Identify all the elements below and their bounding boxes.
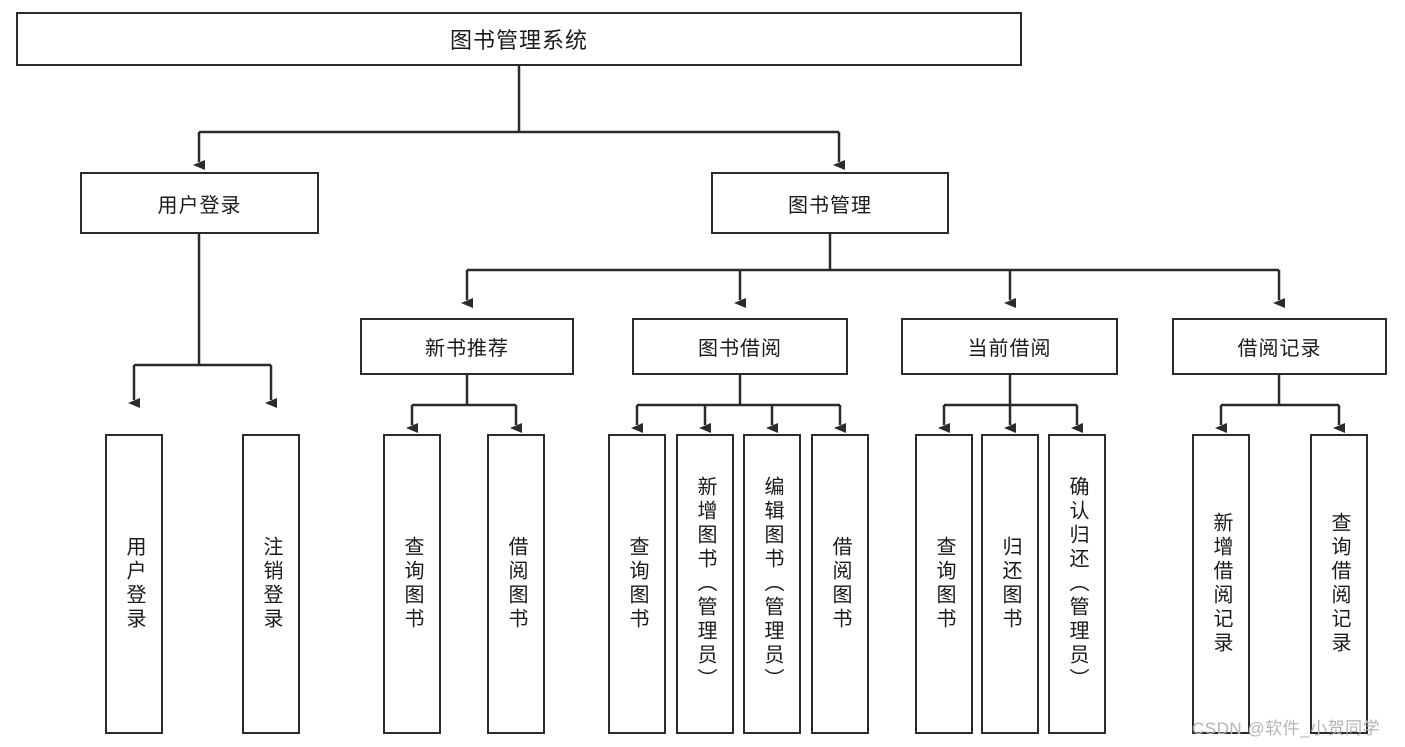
- node-label: 查询图书: [626, 536, 648, 632]
- leaf-query-book-current[interactable]: 查询图书: [915, 434, 973, 734]
- node-root-system[interactable]: 图书管理系统: [16, 12, 1022, 66]
- leaf-query-borrow-record[interactable]: 查询借阅记录: [1310, 434, 1368, 734]
- node-label: 查询图书: [401, 536, 423, 632]
- node-label: 新书推荐: [425, 338, 509, 360]
- node-book-borrow[interactable]: 图书借阅: [632, 318, 848, 375]
- node-label: 查询图书: [933, 536, 955, 632]
- node-label: 用户登录: [123, 536, 145, 632]
- node-label: 编辑图书（管理员）: [761, 476, 783, 692]
- node-borrow-record[interactable]: 借阅记录: [1172, 318, 1387, 375]
- node-label: 借阅图书: [505, 536, 527, 632]
- node-label: 确认归还（管理员）: [1066, 476, 1088, 692]
- leaf-query-book-recommend[interactable]: 查询图书: [383, 434, 441, 734]
- node-label: 当前借阅: [967, 338, 1052, 360]
- node-label: 查询借阅记录: [1328, 512, 1350, 656]
- leaf-logout[interactable]: 注销登录: [242, 434, 300, 734]
- leaf-borrow-book[interactable]: 借阅图书: [811, 434, 869, 734]
- node-label: 用户登录: [157, 194, 242, 217]
- node-label: 图书借阅: [698, 338, 782, 360]
- leaf-add-borrow-record[interactable]: 新增借阅记录: [1192, 434, 1250, 734]
- node-label: 注销登录: [260, 536, 282, 632]
- node-new-book-recommend[interactable]: 新书推荐: [360, 318, 574, 375]
- node-label: 借阅图书: [829, 536, 851, 632]
- leaf-confirm-return-admin[interactable]: 确认归还（管理员）: [1048, 434, 1106, 734]
- node-label: 图书管理: [788, 194, 872, 217]
- watermark-text: CSDN @软件_小贺同学: [1192, 719, 1381, 738]
- node-label: 新增借阅记录: [1210, 512, 1232, 656]
- leaf-user-login[interactable]: 用户登录: [105, 434, 163, 734]
- leaf-borrow-book-recommend[interactable]: 借阅图书: [487, 434, 545, 734]
- node-label: 归还图书: [999, 536, 1021, 632]
- node-label: 新增图书（管理员）: [694, 476, 716, 692]
- node-book-management[interactable]: 图书管理: [711, 172, 949, 234]
- node-user-login[interactable]: 用户登录: [80, 172, 319, 234]
- node-label: 图书管理系统: [449, 28, 588, 53]
- leaf-return-book[interactable]: 归还图书: [981, 434, 1039, 734]
- leaf-add-book-admin[interactable]: 新增图书（管理员）: [676, 434, 734, 734]
- node-label: 借阅记录: [1237, 338, 1322, 360]
- leaf-query-book-borrow[interactable]: 查询图书: [608, 434, 666, 734]
- leaf-edit-book-admin[interactable]: 编辑图书（管理员）: [743, 434, 801, 734]
- node-current-borrow[interactable]: 当前借阅: [901, 318, 1118, 375]
